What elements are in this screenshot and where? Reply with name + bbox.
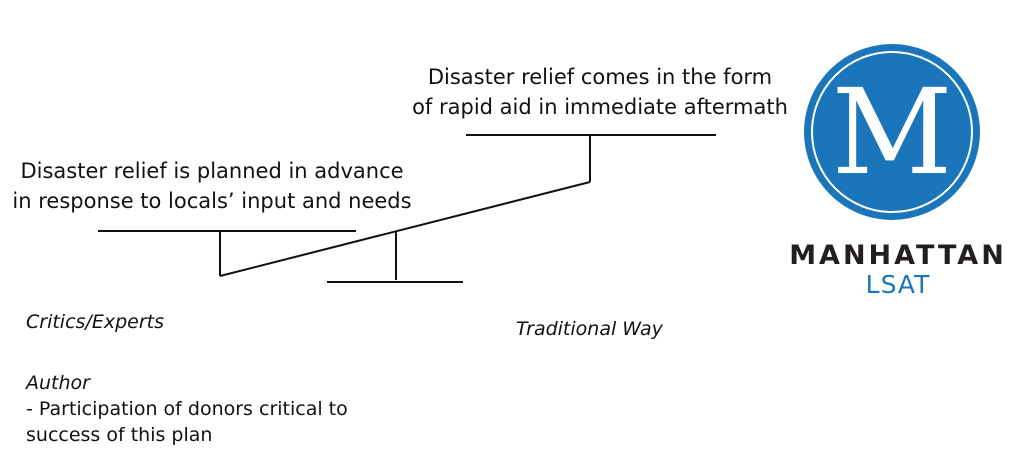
logo-ring — [811, 51, 973, 213]
author-point-line-1: - Participation of donors critical to — [26, 398, 348, 420]
rapid-aid-position: Disaster relief comes in the form of rap… — [390, 62, 810, 122]
author-label: Author — [26, 372, 90, 394]
planned-relief-line-1: Disaster relief is planned in advance — [20, 159, 404, 183]
rapid-aid-line-2: of rapid aid in immediate aftermath — [412, 95, 788, 119]
author-point-line-2: success of this plan — [26, 424, 213, 446]
logo-circle: M — [804, 44, 980, 220]
traditional-way-label: Traditional Way — [516, 318, 663, 340]
rapid-aid-line-1: Disaster relief comes in the form — [427, 65, 773, 89]
planned-relief-position: Disaster relief is planned in advance in… — [0, 156, 432, 216]
logo-subtitle: LSAT — [865, 270, 931, 299]
logo-name: MANHATTAN — [789, 240, 1007, 271]
author-view: Author - Participation of donors critica… — [26, 370, 348, 448]
critics-experts-label: Critics/Experts — [26, 311, 164, 333]
logo-mark: M — [831, 63, 953, 201]
manhattan-lsat-logo: M MANHATTAN LSAT — [784, 44, 1012, 304]
balance-beam — [219, 181, 591, 277]
planned-relief-line-2: in response to locals’ input and needs — [12, 189, 412, 213]
